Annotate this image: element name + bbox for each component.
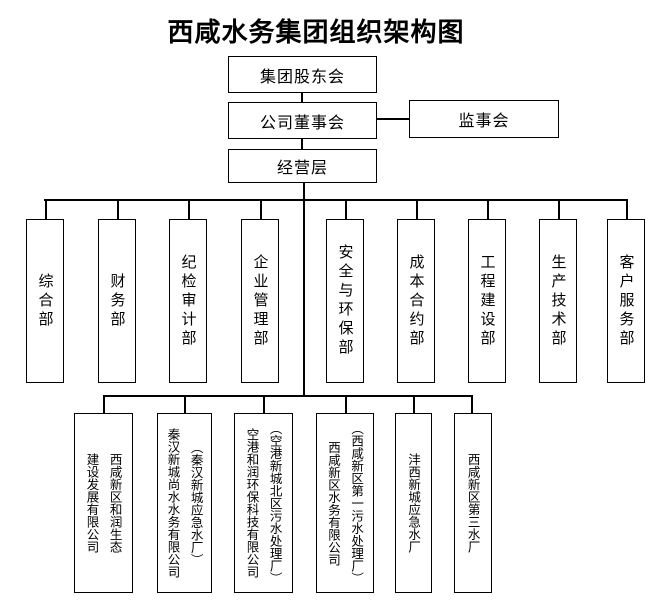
connector-line	[487, 199, 489, 219]
dept-label: 财务部	[108, 272, 127, 330]
connector-line	[260, 199, 262, 219]
subsidiary-text-column: 秦汉新城尚水水务有限公司	[165, 428, 181, 578]
connector-line	[471, 395, 473, 413]
subsidiaries-connector-line	[103, 395, 473, 397]
connector-line	[45, 199, 47, 219]
connector-line	[301, 139, 303, 150]
connector-trunk-line	[303, 183, 305, 396]
node-dept-enterprise-management: 企业管理部	[241, 219, 279, 383]
dept-label: 纪检审计部	[179, 253, 198, 349]
connector-line	[301, 93, 303, 103]
connector-line	[413, 395, 415, 413]
node-dept-customer-service: 客户服务部	[607, 219, 645, 383]
dept-label: 生产技术部	[549, 253, 568, 349]
connector-line	[345, 199, 347, 219]
node-group-shareholders: 集团股东会	[228, 56, 377, 93]
node-dept-production-technology: 生产技术部	[539, 219, 577, 383]
dept-label: 安全与环保部	[336, 244, 355, 358]
subsidiary-text-column: 建设发展有限公司	[84, 453, 100, 553]
connector-line	[263, 395, 265, 413]
subsidiary-text-column: （空港新城北区污水处理厂）	[267, 421, 283, 585]
connector-line	[558, 199, 560, 219]
subsidiary-text-column: 空港和润环保科技有限公司	[244, 428, 260, 578]
node-dept-safety-environment: 安全与环保部	[326, 219, 364, 383]
connector-line	[188, 199, 190, 219]
node-subsidiary-xixian-water: 西咸新区水务有限公司 （西咸新区第一污水处理厂）	[316, 413, 374, 593]
subsidiary-text-column: （西咸新区第一污水处理厂）	[349, 421, 365, 585]
connector-line	[117, 199, 119, 219]
chart-title: 西咸水务集团组织架构图	[167, 18, 465, 48]
node-subsidiary-qinhan-shangshui: 秦汉新城尚水水务有限公司 （秦汉新城应急水厂）	[157, 413, 212, 593]
node-dept-engineering-construction: 工程建设部	[468, 219, 506, 383]
connector-line	[626, 199, 628, 219]
dept-label: 企业管理部	[251, 253, 270, 349]
node-dept-finance: 财务部	[98, 219, 136, 383]
subsidiary-text-column: 西咸新区第三水厂	[465, 453, 481, 553]
dept-label: 综合部	[36, 272, 55, 330]
node-dept-general-affairs: 综合部	[26, 219, 64, 383]
node-subsidiary-herun-ecology: 建设发展有限公司 西咸新区和润生态	[74, 413, 133, 593]
node-supervisory-board: 监事会	[409, 100, 559, 138]
node-subsidiary-third-water-plant: 西咸新区第三水厂	[454, 413, 492, 593]
subsidiary-text-column: 沣西新城应急水厂	[406, 453, 422, 553]
dept-label: 工程建设部	[478, 253, 497, 349]
connector-line	[345, 395, 347, 413]
subsidiary-text-column: 西咸新区水务有限公司	[326, 440, 341, 566]
departments-connector-line	[44, 199, 628, 201]
node-subsidiary-konggang-herun: 空港和润环保科技有限公司 （空港新城北区污水处理厂）	[234, 413, 293, 593]
subsidiary-text-column: （秦汉新城应急水厂）	[188, 440, 204, 566]
connector-line	[103, 395, 105, 413]
connector-line	[416, 199, 418, 219]
connector-line	[184, 395, 186, 413]
connector-line	[377, 118, 409, 120]
subsidiary-text-column: 西咸新区和润生态	[107, 453, 123, 553]
node-management-layer: 经营层	[228, 149, 377, 183]
node-dept-cost-contract: 成本合约部	[397, 219, 435, 383]
dept-label: 成本合约部	[407, 253, 426, 349]
node-subsidiary-fengxi-emergency-plant: 沣西新城应急水厂	[395, 413, 432, 593]
node-dept-discipline-audit: 纪检审计部	[169, 219, 207, 383]
node-company-board: 公司董事会	[228, 102, 377, 139]
dept-label: 客户服务部	[617, 253, 636, 349]
